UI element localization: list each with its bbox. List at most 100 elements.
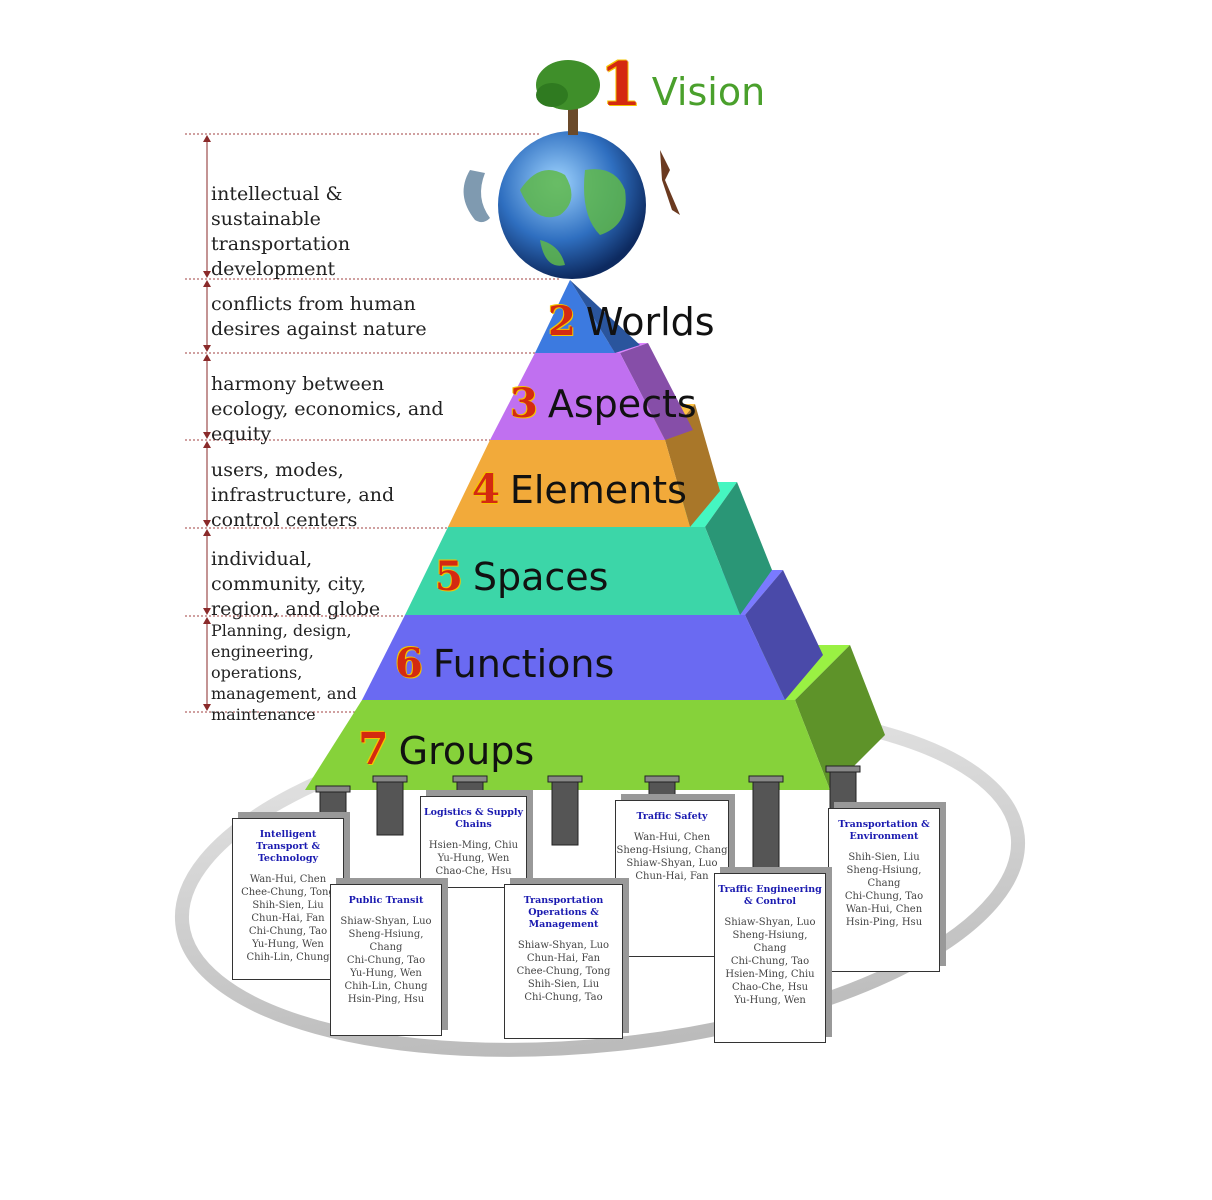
pillar-capital	[748, 775, 784, 783]
member-name: Shih-Sien, Liu	[848, 852, 920, 863]
member-name: Chih-Lin, Chung	[344, 981, 428, 992]
layer-front-face	[362, 615, 785, 700]
annotation-elements: users, modes, infrastructure, and contro…	[211, 459, 395, 531]
layer-side-face	[620, 343, 693, 440]
group-title: Traffic Engineering & Control	[718, 884, 822, 907]
level-label: Vision	[651, 70, 766, 114]
annotation-guides	[185, 133, 560, 713]
pillar-icon	[319, 789, 347, 821]
worlds-triangle	[535, 280, 615, 353]
member-name: Hsien-Ming, Chiu	[428, 840, 519, 851]
annotation-spaces: individual, community, city, region, and…	[211, 548, 381, 620]
member-name: Chi-Chung, Tao	[346, 955, 426, 966]
layer-side-face	[705, 482, 772, 615]
pillar-capital	[372, 775, 408, 783]
annotation-vision: intellectual & sustainable transportatio…	[211, 183, 351, 280]
member-name: Yu-Hung, Wen	[734, 995, 806, 1006]
member-name: Sheng-Hsiung, Chang	[732, 930, 808, 954]
member-name: Yu-Hung, Wen	[437, 853, 510, 864]
member-name: Shiaw-Shyan, Luo	[340, 916, 432, 927]
annotation-aspects: harmony between ecology, economics, and …	[211, 373, 444, 445]
level-number: 4	[472, 466, 500, 513]
pillar-capital	[644, 775, 680, 783]
pillar-icon	[551, 779, 579, 846]
level-label: Worlds	[585, 300, 715, 344]
member-name: Shih-Sien, Liu	[527, 979, 600, 990]
annotation-worlds: conflicts from human desires against nat…	[211, 293, 427, 340]
layer-front-face	[405, 527, 740, 615]
member-name: Yu-Hung, Wen	[252, 939, 324, 950]
pyramid	[305, 280, 885, 876]
member-name: Chee-Chung, Tong	[516, 966, 611, 977]
pillar-icon	[752, 779, 780, 876]
level-label: Elements	[509, 468, 687, 512]
group-title: Traffic Safety	[636, 811, 708, 822]
pillar-capital	[547, 775, 583, 783]
member-name: Chao-Che, Hsu	[731, 982, 809, 993]
member-name: Wan-Hui, Chen	[845, 904, 923, 915]
member-name: Shiaw-Shyan, Luo	[626, 858, 718, 869]
dolphin-icon	[463, 170, 490, 223]
level-number: 5	[435, 553, 463, 600]
tree-icon	[536, 60, 600, 135]
layer-side-face	[745, 570, 823, 700]
level-label: Functions	[432, 642, 615, 686]
level-number: 3	[510, 380, 538, 427]
member-name: Chun-Hai, Fan	[526, 953, 601, 964]
member-name: Chi-Chung, Tao	[524, 992, 603, 1003]
member-name: Hsin-Ping, Hsu	[347, 994, 425, 1005]
layer-front-face	[448, 440, 690, 527]
pillar-icon	[829, 769, 857, 811]
layer-side-face	[795, 645, 885, 790]
member-name: Chih-Lin, Chung	[246, 952, 330, 963]
group-title: Logistics & Supply Chains	[423, 807, 524, 830]
globe-icon	[498, 131, 646, 279]
worlds-side	[570, 280, 640, 353]
pillar-capital	[452, 775, 488, 783]
level-label: Aspects	[547, 382, 697, 426]
level-number: 2	[548, 298, 576, 345]
group-title: Transportation Operations & Management	[523, 895, 604, 930]
level-label: Spaces	[472, 555, 609, 599]
group-title: Transportation & Environment	[838, 819, 930, 842]
member-name: Shiaw-Shyan, Luo	[724, 917, 816, 928]
layer-front-face	[305, 700, 830, 790]
member-name: Chee-Chung, Tong	[241, 887, 335, 898]
member-name: Yu-Hung, Wen	[350, 968, 422, 979]
member-name: Hsin-Ping, Hsu	[845, 917, 923, 928]
eagle-icon	[660, 150, 680, 215]
level-number: 6	[395, 640, 423, 687]
member-name: Shiaw-Shyan, Luo	[517, 940, 610, 951]
level-label: Groups	[398, 729, 535, 773]
member-name: Chi-Chung, Tao	[248, 926, 328, 937]
member-name: Sheng-Hsiung, Chang	[616, 845, 728, 856]
level-number: 1	[600, 50, 642, 120]
group-title: Intelligent Transport & Technology	[255, 829, 321, 864]
member-name: Chun-Hai, Fan	[635, 871, 709, 882]
member-name: Chun-Hai, Fan	[251, 913, 325, 924]
member-name: Shih-Sien, Liu	[252, 900, 324, 911]
pillar-icon	[376, 779, 404, 836]
annotation-functions: Planning, design, engineering, operation…	[211, 621, 357, 724]
level-number: 7	[358, 724, 389, 775]
pillar-capital	[825, 765, 861, 773]
